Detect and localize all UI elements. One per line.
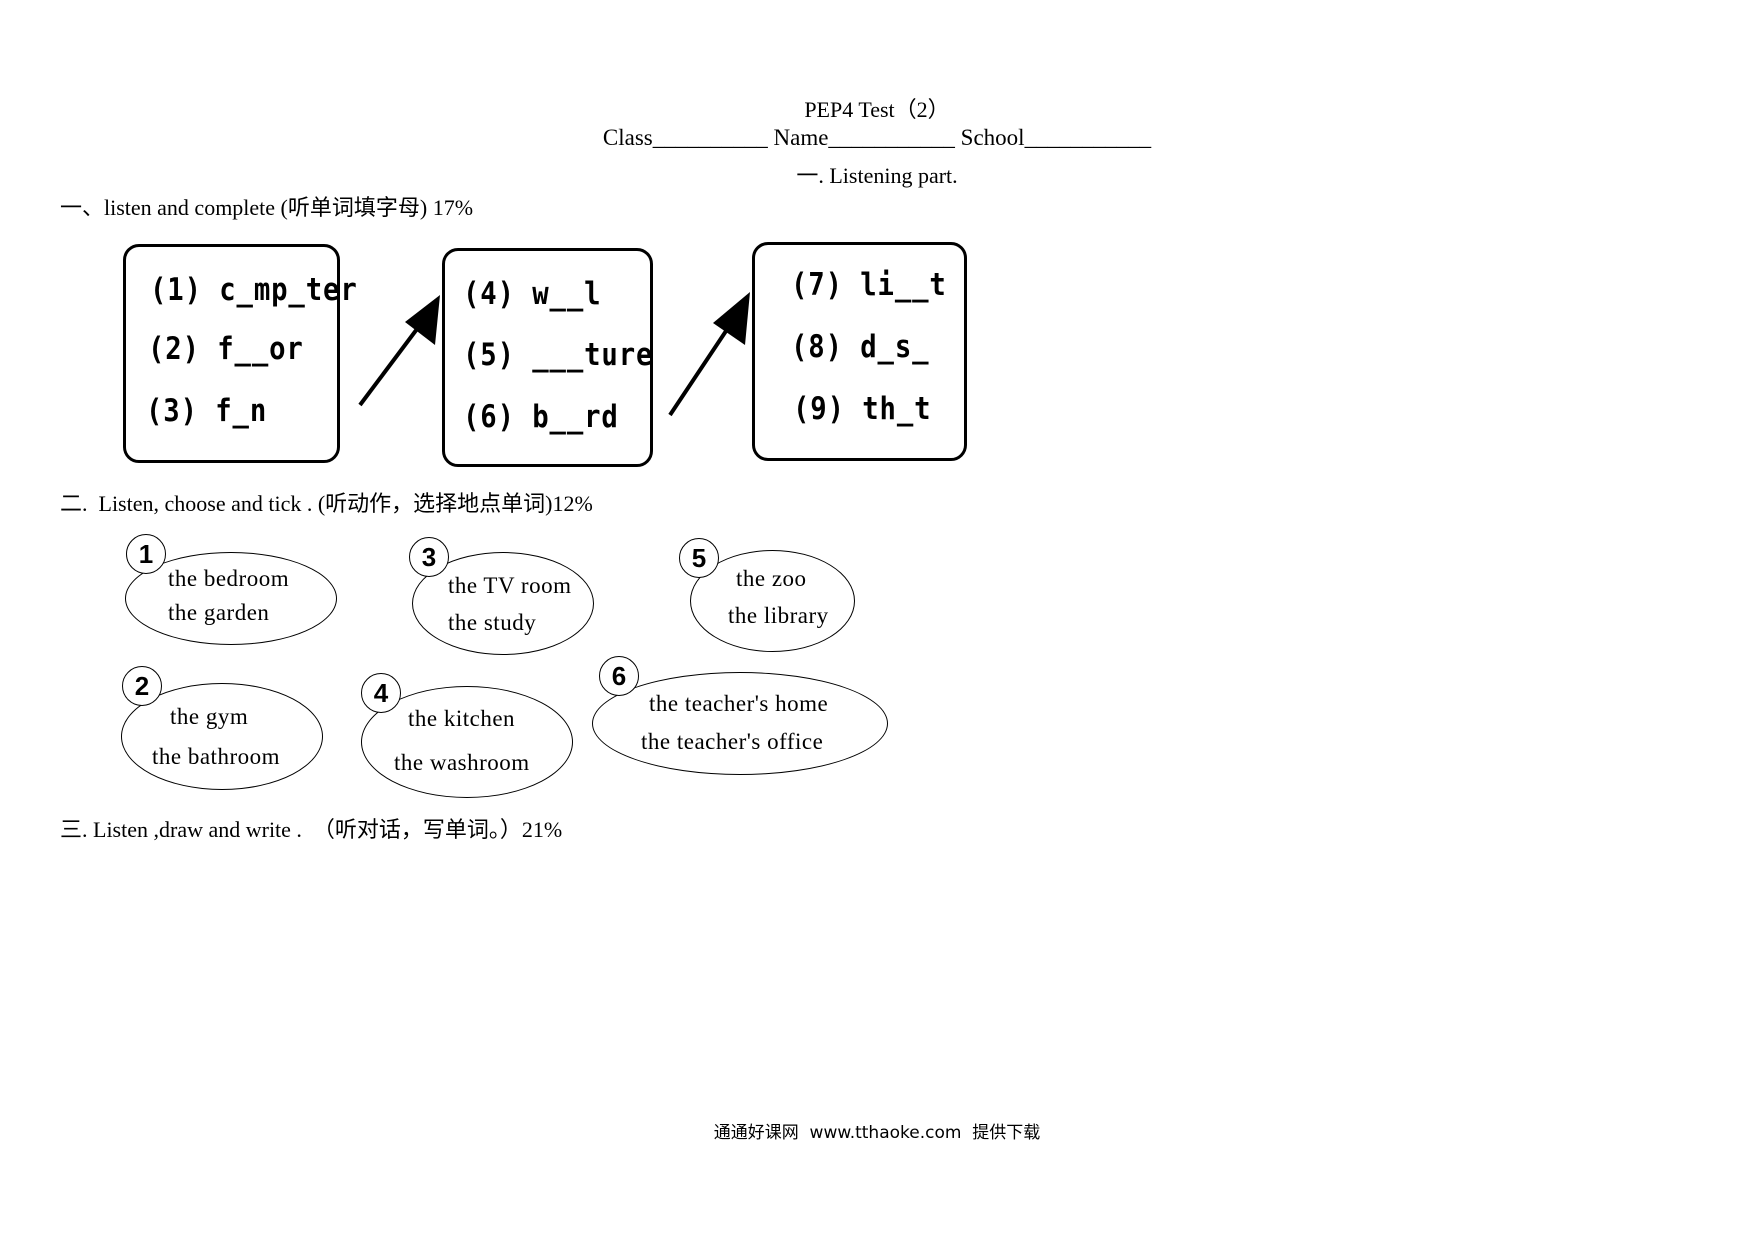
option-text[interactable]: the gym <box>170 704 249 729</box>
choice-bubble-4 <box>361 686 573 798</box>
option-text[interactable]: the garden <box>168 600 270 625</box>
bubble-number: 1 <box>126 534 166 574</box>
arrow-icon <box>358 295 440 407</box>
word-box-3: (7) li__t (8) d_s_ (9) th_t <box>752 242 967 461</box>
word-box-2: (4) w__l (5) ___ture (6) b__rd <box>442 248 653 467</box>
page-title: PEP4 Test（2） <box>804 97 950 122</box>
word-item: (2) f__or <box>148 331 304 367</box>
word-item: (7) li__t <box>791 267 947 303</box>
part-title: 一. Listening part. <box>796 163 958 188</box>
word-item: (3) f_n <box>146 393 268 429</box>
choice-bubble-6 <box>592 672 888 775</box>
section3-heading: 三. Listen ,draw and write . （听对话，写单词。）21… <box>60 817 563 842</box>
bubble-number: 2 <box>122 666 162 706</box>
choice-bubble-2 <box>121 683 323 790</box>
option-text[interactable]: the teacher's home <box>649 691 829 716</box>
student-info-line: Class__________ Name___________ School__… <box>602 125 1152 150</box>
choice-bubble-5 <box>690 550 855 652</box>
section1-heading: 一、listen and complete (听单词填字母) 17% <box>60 195 474 220</box>
word-item: (4) w__l <box>463 276 602 312</box>
word-item: (6) b__rd <box>463 399 619 435</box>
bubble-number: 3 <box>409 537 449 577</box>
option-text[interactable]: the study <box>448 610 537 635</box>
word-item: (8) d_s_ <box>791 329 930 365</box>
option-text[interactable]: the bedroom <box>168 566 290 591</box>
choice-bubble-3 <box>412 552 594 655</box>
option-text[interactable]: the kitchen <box>408 706 516 731</box>
bubble-number: 6 <box>599 656 639 696</box>
bubble-number: 5 <box>679 538 719 578</box>
option-text[interactable]: the zoo <box>736 566 807 591</box>
word-box-1: (1) c_mp_ter (2) f__or (3) f_n <box>123 244 357 463</box>
arrow-icon <box>668 292 750 417</box>
choice-bubble-1 <box>125 552 337 645</box>
option-text[interactable]: the library <box>728 603 829 628</box>
word-item: (1) c_mp_ter <box>150 272 358 308</box>
option-text[interactable]: the TV room <box>448 573 572 598</box>
word-item: (9) th_t <box>793 391 932 427</box>
footer-credit: 通通好课网 www.tthaoke.com 提供下载 <box>713 1123 1041 1143</box>
word-item: (5) ___ture <box>463 337 654 373</box>
section2-heading: 二. Listen, choose and tick . (听动作，选择地点单词… <box>60 491 593 516</box>
option-text[interactable]: the bathroom <box>152 744 280 769</box>
option-text[interactable]: the washroom <box>394 750 530 775</box>
option-text[interactable]: the teacher's office <box>641 729 824 754</box>
bubble-number: 4 <box>361 673 401 713</box>
